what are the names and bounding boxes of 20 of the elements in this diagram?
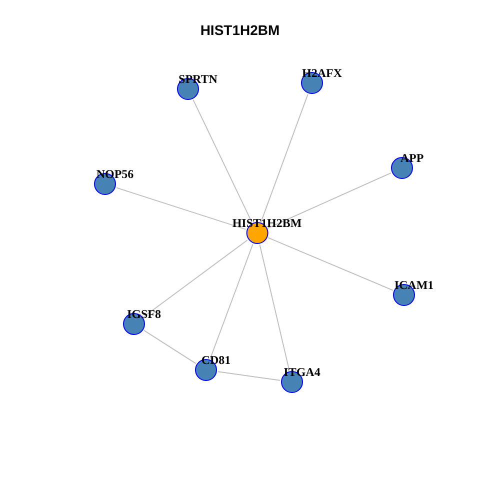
- chart-title: HIST1H2BM: [200, 22, 280, 38]
- edge-line: [210, 244, 254, 360]
- edge-line: [260, 94, 308, 222]
- node-label: ITGA4: [284, 365, 320, 379]
- node-label: ICAM1: [394, 278, 434, 292]
- edge-line: [259, 244, 290, 371]
- edge-line: [144, 330, 196, 364]
- edge-line: [268, 237, 394, 291]
- node-label: APP: [400, 151, 424, 165]
- node-label: NOP56: [96, 167, 134, 181]
- edge-line: [116, 187, 246, 230]
- node-label: CD81: [201, 353, 231, 367]
- edge-line: [217, 371, 281, 381]
- edge-line: [267, 172, 392, 229]
- node-label: IGSF8: [126, 307, 161, 321]
- node-label: HIST1H2BM: [232, 216, 302, 230]
- node-label: SPRTN: [178, 72, 218, 86]
- node-label: H2AFX: [302, 66, 342, 80]
- edge-line: [143, 240, 248, 318]
- edge-line: [192, 99, 252, 223]
